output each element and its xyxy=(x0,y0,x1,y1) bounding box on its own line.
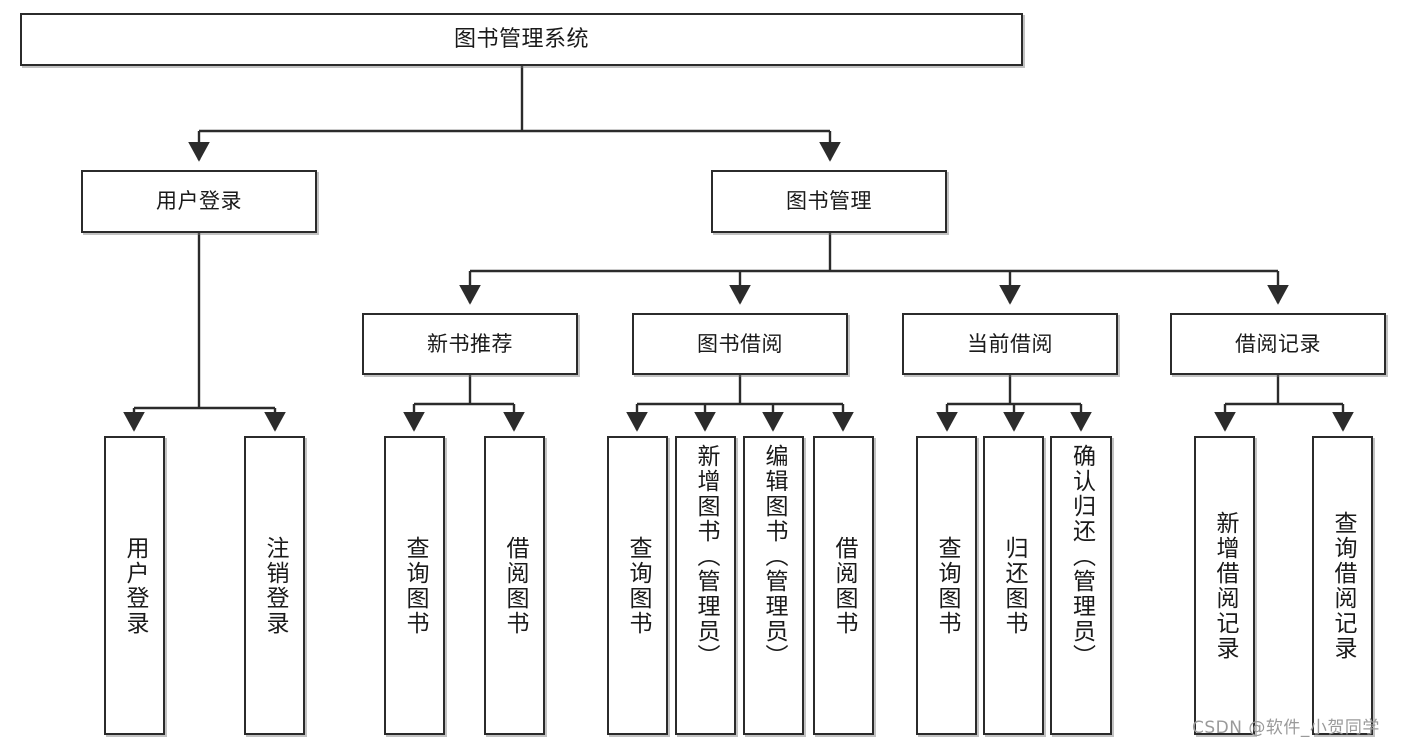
node-leaf-add-book-label: 新增图书（管理员） xyxy=(693,444,719,669)
node-leaf-return-book[interactable]: 归还图书 xyxy=(983,436,1044,735)
node-leaf-query-book-2-label: 查询图书 xyxy=(625,535,651,636)
node-leaf-query-book-1-label: 查询图书 xyxy=(402,535,428,636)
node-leaf-borrow-book-1[interactable]: 借阅图书 xyxy=(484,436,545,735)
node-leaf-borrow-book-2-label: 借阅图书 xyxy=(831,535,857,636)
node-borrow-record[interactable]: 借阅记录 xyxy=(1170,313,1386,375)
node-user-login-label: 用户登录 xyxy=(156,189,242,214)
node-book-borrow-label: 图书借阅 xyxy=(697,331,783,356)
node-current-borrow-label: 当前借阅 xyxy=(967,331,1053,356)
node-user-login[interactable]: 用户登录 xyxy=(81,170,317,233)
node-leaf-confirm-return-label: 确认归还（管理员） xyxy=(1068,444,1095,669)
node-leaf-query-book-1[interactable]: 查询图书 xyxy=(384,436,445,735)
node-leaf-user-login[interactable]: 用户登录 xyxy=(104,436,165,735)
node-new-book-recommend[interactable]: 新书推荐 xyxy=(362,313,578,375)
node-leaf-user-login-label: 用户登录 xyxy=(122,535,148,636)
node-leaf-add-record-label: 新增借阅记录 xyxy=(1212,510,1238,661)
node-leaf-edit-book[interactable]: 编辑图书（管理员） xyxy=(743,436,804,735)
node-borrow-record-label: 借阅记录 xyxy=(1235,331,1321,356)
node-leaf-add-record[interactable]: 新增借阅记录 xyxy=(1194,436,1255,735)
node-leaf-logout-label: 注销登录 xyxy=(262,535,288,636)
node-leaf-query-record[interactable]: 查询借阅记录 xyxy=(1312,436,1373,735)
node-new-book-recommend-label: 新书推荐 xyxy=(427,331,513,356)
node-book-manage[interactable]: 图书管理 xyxy=(711,170,947,233)
node-leaf-borrow-book-1-label: 借阅图书 xyxy=(502,535,528,636)
node-leaf-borrow-book-2[interactable]: 借阅图书 xyxy=(813,436,874,735)
node-leaf-return-book-label: 归还图书 xyxy=(1001,535,1027,636)
node-leaf-add-book[interactable]: 新增图书（管理员） xyxy=(675,436,736,735)
node-root-label: 图书管理系统 xyxy=(453,26,589,52)
node-leaf-logout[interactable]: 注销登录 xyxy=(244,436,305,735)
node-leaf-query-record-label: 查询借阅记录 xyxy=(1330,510,1356,661)
node-leaf-query-book-2[interactable]: 查询图书 xyxy=(607,436,668,735)
node-book-manage-label: 图书管理 xyxy=(786,189,872,214)
csdn-watermark: CSDN @软件_小贺同学 xyxy=(1192,718,1380,738)
node-leaf-query-book-3-label: 查询图书 xyxy=(934,535,960,636)
node-leaf-confirm-return[interactable]: 确认归还（管理员） xyxy=(1050,436,1112,735)
node-leaf-edit-book-label: 编辑图书（管理员） xyxy=(761,444,787,669)
node-leaf-query-book-3[interactable]: 查询图书 xyxy=(916,436,977,735)
node-book-borrow[interactable]: 图书借阅 xyxy=(632,313,848,375)
node-current-borrow[interactable]: 当前借阅 xyxy=(902,313,1118,375)
node-root[interactable]: 图书管理系统 xyxy=(20,13,1023,66)
